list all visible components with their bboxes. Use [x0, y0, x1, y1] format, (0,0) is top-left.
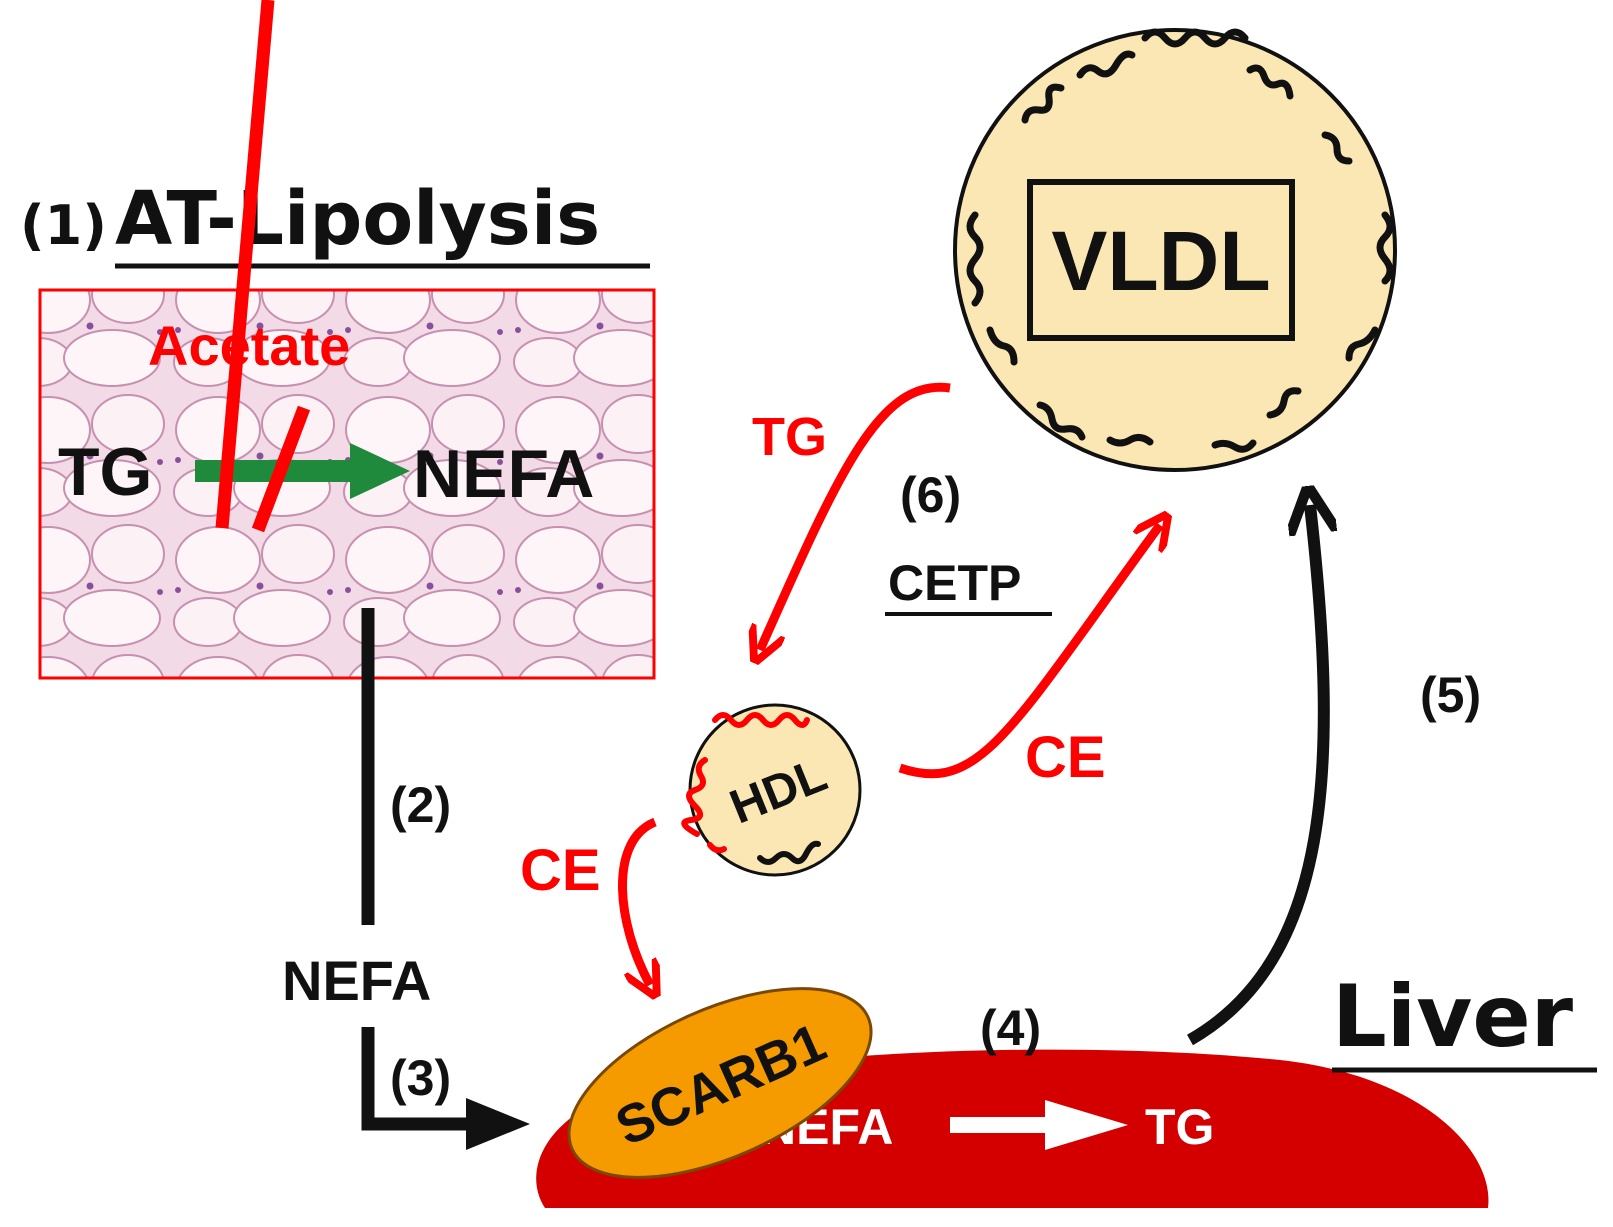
adipose-tissue-image [38, 288, 656, 680]
step3-number: (3) [390, 1050, 451, 1106]
adipose-tg-label: TG [58, 434, 152, 510]
step6-number: (6) [900, 467, 961, 523]
hdl-particle: HDL [681, 703, 862, 877]
cetp-label: CETP [888, 555, 1021, 611]
ce-to-liver-label: CE [520, 838, 601, 903]
released-nefa-label: NEFA [282, 949, 431, 1012]
vldl-apolipoprotein-coils [966, 28, 1394, 453]
step1-number: (1) [20, 194, 107, 257]
liver-tg-label: TG [1145, 1099, 1214, 1155]
ce-to-vldl-arrow [898, 525, 1160, 779]
ce-to-liver-arrow [618, 817, 656, 985]
step1-title: AT-Lipolysis [115, 176, 600, 262]
step5-arrow [1187, 505, 1324, 1046]
vldl-label: VLDL [1051, 214, 1270, 308]
step4-number: (4) [980, 1000, 1041, 1056]
tg-transfer-arrow [760, 382, 951, 650]
step3-arrow [361, 1027, 530, 1150]
step5-number: (5) [1420, 667, 1481, 723]
hdl-apolipoprotein-coils [681, 712, 821, 865]
adipose-nefa-label: NEFA [413, 436, 594, 512]
vldl-particle: VLDL [953, 28, 1397, 472]
inhibition-mark [215, 0, 311, 533]
tg-transfer-label: TG [752, 407, 827, 467]
step2-number: (2) [390, 777, 451, 833]
liver-title: Liver [1332, 967, 1574, 1067]
esterification-arrow [950, 1100, 1128, 1150]
vldl-label-box [1027, 179, 1295, 341]
ce-to-vldl-label: CE [1025, 725, 1106, 790]
acetate-label: Acetate [148, 314, 350, 377]
